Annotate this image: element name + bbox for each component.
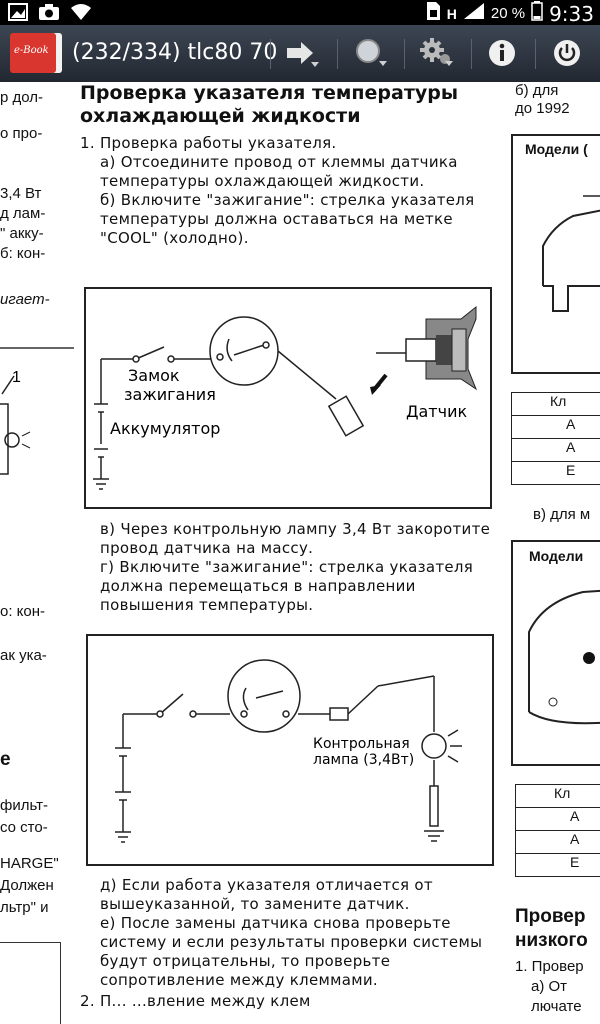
step-1e: е) После замены датчика снова проверьте … (100, 914, 483, 989)
gallery-icon (8, 3, 28, 26)
right-figure-1: Модели ( (511, 134, 600, 374)
right-table-cell: Кл (516, 785, 600, 808)
network-type: H (446, 5, 457, 22)
left-text-line: фильт- (0, 797, 48, 814)
left-text-line: HARGE" (0, 855, 59, 872)
diagram-gauge-test-lamp: Контрольная лампа (3,4Вт) (86, 634, 494, 866)
right-table-cell: А (512, 439, 600, 462)
label-test-lamp-1: Контрольная (313, 736, 410, 752)
left-text-line: ак ука- (0, 647, 47, 664)
right-table-cell: А (516, 831, 600, 854)
left-text-line: р дол- (0, 89, 44, 106)
left-text-line: о про- (0, 125, 43, 142)
label-test-lamp-2: лампа (3,4Вт) (313, 752, 414, 768)
document-page[interactable]: р дол- о про- 3,4 Вт д лам- " акку- б: к… (0, 82, 600, 1024)
right-table-2: Кл А А Е (515, 784, 600, 877)
power-icon (554, 40, 580, 66)
sim-icon (425, 1, 441, 26)
left-figure-fragment-2 (0, 942, 61, 1024)
label-ignition-1: Замок (128, 366, 180, 385)
step-1b: б) Включите "зажигание": стрелка указате… (100, 191, 475, 247)
clock: 9:33 (549, 1, 594, 26)
step-1g: г) Включите "зажигание": стрелка указате… (100, 558, 474, 614)
toolbar-divider (535, 39, 536, 69)
right-table-cell: Кл (512, 393, 600, 416)
left-column-fragment: р дол- о про- 3,4 Вт д лам- " акку- б: к… (0, 82, 74, 1024)
left-figure-label: 1 (12, 369, 21, 386)
right-table-cell: А (516, 808, 600, 831)
right-table-cell: А (512, 416, 600, 439)
temperature-sensor-icon (370, 305, 478, 395)
label-sensor: Датчик (406, 402, 467, 421)
left-text-line: д лам- (0, 205, 46, 222)
right-text-line: 1. Провер (515, 958, 584, 975)
info-button[interactable] (480, 33, 524, 73)
diagram-gauge-open-circuit: Замок зажигания Аккумулятор Датчик (84, 287, 492, 509)
toolbar-divider (404, 39, 405, 69)
right-table-cell: Е (570, 854, 580, 870)
left-text-line: льтр" и (0, 899, 49, 916)
right-table-1: Кл А А Е (511, 392, 600, 485)
info-icon (489, 40, 515, 66)
search-icon (356, 39, 387, 66)
left-text-line: со сто- (0, 819, 48, 836)
signal-icon (463, 2, 485, 25)
right-heading-line: Провер (515, 906, 586, 927)
right-heading-line: низкого (515, 930, 588, 951)
main-column: Проверка указателя температуры охлаждающ… (80, 82, 500, 248)
left-text-line: б: кон- (0, 245, 46, 262)
right-figure-title: Модели ( (525, 141, 588, 157)
right-text-line: в) для м (533, 506, 591, 523)
step-2-partial: 2. П... ...вление между клем (80, 992, 311, 1010)
step-1v: в) Через контрольную лампу 3,4 Вт закоро… (100, 520, 491, 557)
right-figure-title: Модели (529, 548, 584, 564)
gear-icon (420, 38, 453, 66)
toolbar-divider (270, 39, 271, 69)
right-text-line: до 1992 (515, 100, 570, 117)
left-text-line: Должен (0, 877, 54, 894)
right-table-cell: Е (566, 462, 576, 478)
settings-button[interactable] (414, 33, 458, 73)
battery-percent: 20 % (490, 5, 526, 22)
left-text-line: 3,4 Вт (0, 185, 42, 202)
left-figure-fragment: 1 (0, 344, 74, 533)
main-column-mid: в) Через контрольную лампу 3,4 Вт закоро… (80, 520, 500, 615)
right-text-line: лючате (531, 998, 582, 1015)
goto-page-button[interactable] (280, 33, 324, 73)
right-text-line: б) для (515, 82, 559, 99)
right-text-line: а) От (531, 978, 568, 995)
label-ignition-2: зажигания (124, 385, 216, 404)
label-battery: Аккумулятор (110, 419, 220, 438)
status-bar: H 20 % 9:33 (0, 0, 600, 26)
battery-icon (531, 1, 543, 26)
search-button[interactable] (348, 33, 392, 73)
wifi-icon (70, 3, 92, 26)
left-text-line: игает- (0, 291, 50, 308)
right-figure-2: Модели (511, 540, 600, 766)
main-column-bottom: д) Если работа указателя отличается от в… (80, 876, 500, 1011)
step-1a: а) Отсоедините провод от клеммы датчика … (100, 153, 458, 190)
app-logo[interactable]: e-Book (10, 33, 62, 73)
section-heading: Проверка указателя температуры охлаждающ… (80, 82, 459, 127)
right-column-fragment: б) для до 1992 Модели ( Кл А А Е в) для … (505, 82, 600, 1024)
app-logo-text: e-Book (14, 45, 49, 56)
action-bar: e-Book (232/334) tlc80 70 (0, 25, 600, 82)
toolbar-divider (471, 39, 472, 69)
document-title: (232/334) tlc80 70 (72, 40, 278, 65)
left-text-line: " акку- (0, 225, 44, 242)
step-1d: д) Если работа указателя отличается от в… (100, 876, 433, 913)
step-1-title: 1. Проверка работы указателя. (80, 134, 337, 152)
camera-icon (38, 3, 60, 26)
left-text-line: о: кон- (0, 603, 46, 620)
arrow-right-icon (287, 42, 319, 67)
left-text-line: е (0, 749, 11, 770)
power-button[interactable] (545, 33, 589, 73)
toolbar-divider (337, 39, 338, 69)
